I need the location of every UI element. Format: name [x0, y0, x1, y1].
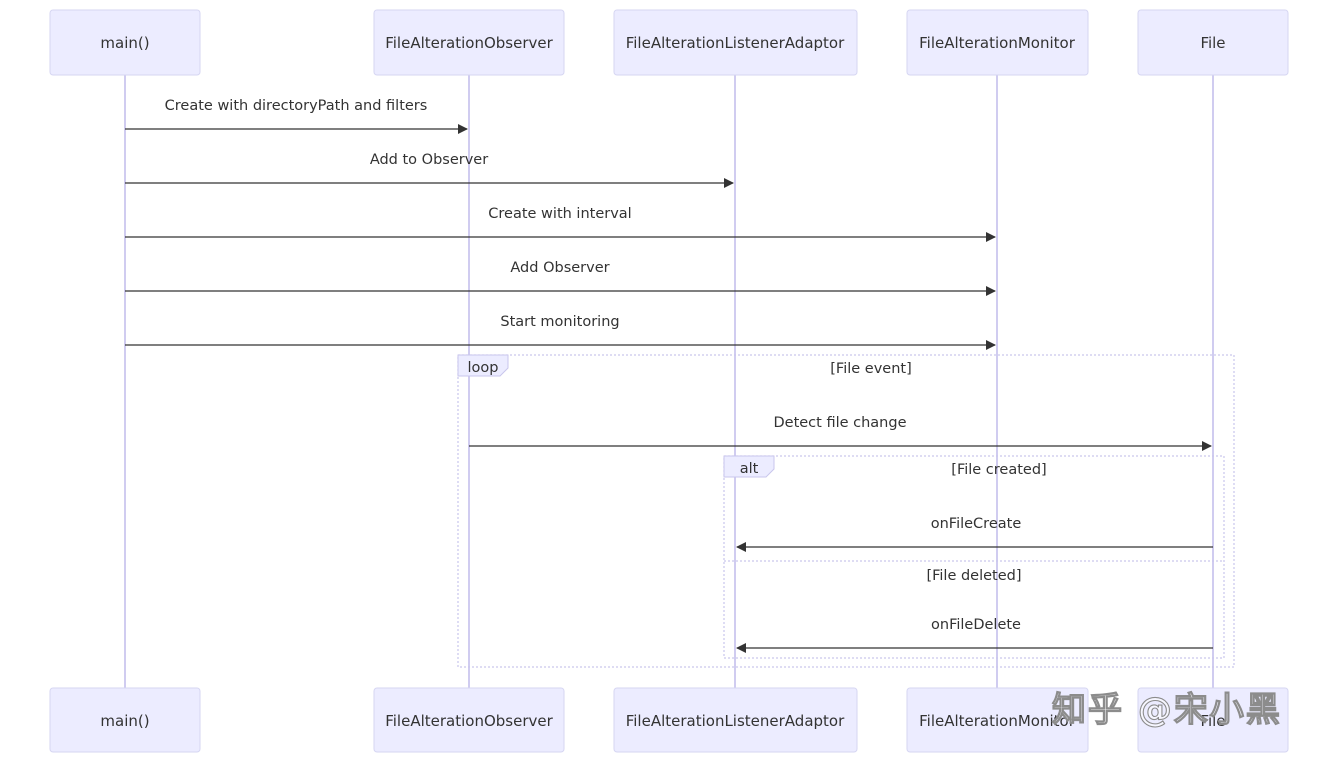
alt-frame: alt [File created] [File deleted] [723, 455, 1225, 659]
actor-observer-top: FileAlterationObserver [373, 9, 565, 76]
actor-main-bottom-label: main() [100, 712, 149, 730]
message-3: Create with interval [125, 206, 996, 242]
message-2: Add to Observer [125, 152, 734, 188]
actor-adaptor-bottom-label: FileAlterationListenerAdaptor [626, 712, 845, 730]
actor-observer-bottom: FileAlterationObserver [373, 687, 565, 753]
actor-monitor-bottom: FileAlterationMonitor [906, 687, 1089, 753]
actor-file-bottom: File [1137, 687, 1289, 753]
actor-monitor-top: FileAlterationMonitor [906, 9, 1089, 76]
message-6: Detect file change [469, 415, 1212, 451]
message-2-label: Add to Observer [370, 152, 488, 168]
actor-file-top: File [1137, 9, 1289, 76]
message-4: Add Observer [125, 260, 996, 296]
messages: Create with directoryPath and filters Ad… [125, 98, 1213, 653]
message-8: onFileDelete [736, 617, 1213, 653]
message-4-label: Add Observer [510, 260, 609, 276]
actor-main-bottom: main() [49, 687, 201, 753]
actors-bottom: main() FileAlterationObserver FileAltera… [49, 687, 1289, 753]
actor-adaptor-label: FileAlterationListenerAdaptor [626, 34, 845, 52]
alt-condition-deleted: [File deleted] [926, 568, 1021, 584]
message-3-label: Create with interval [488, 206, 631, 222]
actor-monitor-bottom-label: FileAlterationMonitor [919, 712, 1076, 730]
actor-adaptor-bottom: FileAlterationListenerAdaptor [613, 687, 858, 753]
message-5: Start monitoring [125, 314, 996, 350]
actor-monitor-label: FileAlterationMonitor [919, 34, 1076, 52]
actor-main-label: main() [100, 34, 149, 52]
message-6-label: Detect file change [773, 415, 906, 431]
message-1: Create with directoryPath and filters [125, 98, 468, 134]
message-8-label: onFileDelete [931, 617, 1021, 633]
actor-file-label: File [1200, 34, 1225, 52]
actors-top: main() FileAlterationObserver FileAltera… [49, 9, 1289, 76]
actor-observer-bottom-label: FileAlterationObserver [385, 712, 553, 730]
actor-observer-label: FileAlterationObserver [385, 34, 553, 52]
watermark: 知乎 @宋小黑 [1052, 690, 1282, 730]
loop-frame: loop [File event] [457, 354, 1235, 668]
actor-file-bottom-label: File [1200, 712, 1225, 730]
actor-adaptor-top: FileAlterationListenerAdaptor [613, 9, 858, 76]
actor-main-top: main() [49, 9, 201, 76]
loop-condition: [File event] [830, 361, 912, 377]
message-1-label: Create with directoryPath and filters [165, 98, 428, 114]
lifelines [124, 75, 1214, 688]
alt-tag: alt [740, 461, 759, 477]
loop-tag: loop [468, 360, 499, 376]
alt-condition-created: [File created] [951, 462, 1046, 478]
message-7-label: onFileCreate [931, 516, 1022, 532]
message-7: onFileCreate [736, 516, 1213, 552]
message-5-label: Start monitoring [500, 314, 619, 330]
